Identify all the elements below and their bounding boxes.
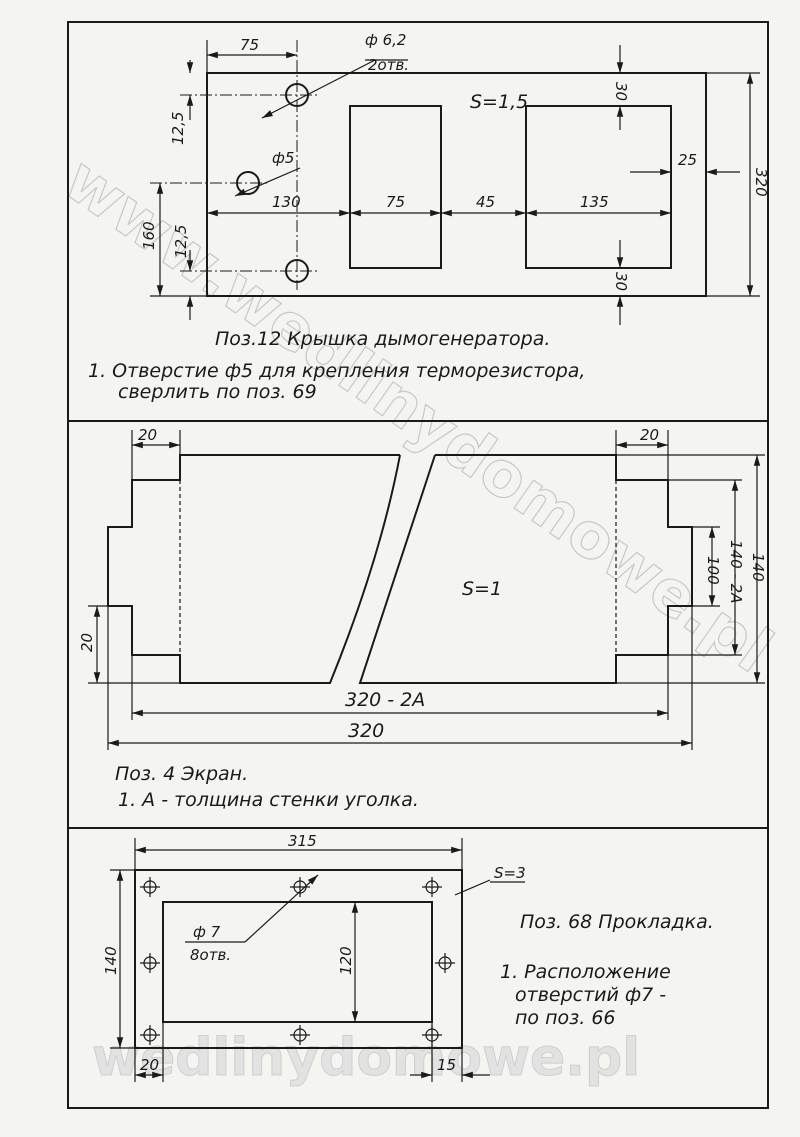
thickness-label: S=1: [462, 578, 502, 600]
dim-label: 25: [678, 151, 697, 169]
dim-label: 20: [640, 426, 659, 444]
dim-label: 320: [752, 168, 770, 197]
cutout-right: [525, 105, 672, 269]
dim-label: 30: [612, 272, 630, 291]
part-caption: Поз. 4 Экран.: [115, 763, 248, 785]
dim-label: 75: [240, 36, 259, 54]
panel-screen-pos4: 20 20 20 100 140 - 2A 140 S=1 320 - 2A 3…: [78, 426, 767, 811]
hole-label: ф 6,2: [365, 31, 406, 49]
cutout-left: [349, 105, 442, 269]
dim-label: 30: [612, 82, 630, 101]
dim-label: 100: [704, 556, 722, 585]
screen-right-part: [358, 454, 693, 684]
panel-cover-pos12: 75 ф 6,2 2отв. S=1,5 30 12,5 ф5 130 75 4…: [88, 31, 770, 403]
dim-label: 20: [138, 426, 157, 444]
part-caption: Поз.12 Крышка дымогенератора.: [215, 328, 550, 350]
part-caption: Поз. 68 Прокладка.: [520, 911, 714, 933]
note-text: отверстий ф7 -: [515, 984, 666, 1006]
hole-label: ф5: [272, 149, 294, 167]
dim-label: 20: [140, 1056, 159, 1074]
thickness-label: S=1,5: [470, 91, 528, 113]
note-text: 1. A - толщина стенки уголка.: [118, 789, 419, 811]
dim-label: 12,5: [169, 112, 187, 145]
sheet-frame: [67, 21, 769, 1109]
hole-count-label: 2отв.: [368, 56, 409, 74]
gasket-outline: [134, 869, 463, 1049]
hole-label: ф 7: [193, 923, 221, 941]
dim-label: 140: [102, 946, 120, 975]
dim-label: 12,5: [172, 225, 190, 258]
dim-label: 320: [348, 720, 384, 742]
hole-count-label: 8отв.: [190, 946, 231, 964]
dim-label: 315: [288, 832, 317, 850]
panel-gasket-pos68: 315 140 120 ф 7 8отв. S=3 20 15 Поз. 68 …: [102, 832, 714, 1082]
screen-left-part: [107, 454, 401, 684]
note-text: по поз. 66: [515, 1007, 616, 1029]
dim-label: 75: [386, 193, 405, 211]
dim-label: 140 - 2A: [727, 540, 745, 603]
thickness-label: S=3: [494, 864, 526, 882]
watermark-bottom: wedlinydomowe.pl: [92, 1028, 640, 1088]
dim-label: 15: [437, 1056, 456, 1074]
dim-label: 140: [749, 553, 767, 582]
note-text: 1. Расположение: [500, 961, 671, 983]
dim-label: 160: [140, 221, 158, 250]
note-text: сверлить по поз. 69: [118, 381, 317, 403]
dim-label: 120: [337, 946, 355, 975]
dim-label: 130: [272, 193, 301, 211]
dim-label: 20: [78, 633, 96, 652]
dim-label: 320 - 2A: [345, 689, 425, 711]
gasket-opening: [162, 901, 433, 1023]
dim-label: 45: [476, 193, 495, 211]
note-text: 1. Отверстие ф5 для крепления терморезис…: [88, 360, 585, 382]
dim-label: 135: [580, 193, 609, 211]
cover-plate: [206, 72, 707, 297]
